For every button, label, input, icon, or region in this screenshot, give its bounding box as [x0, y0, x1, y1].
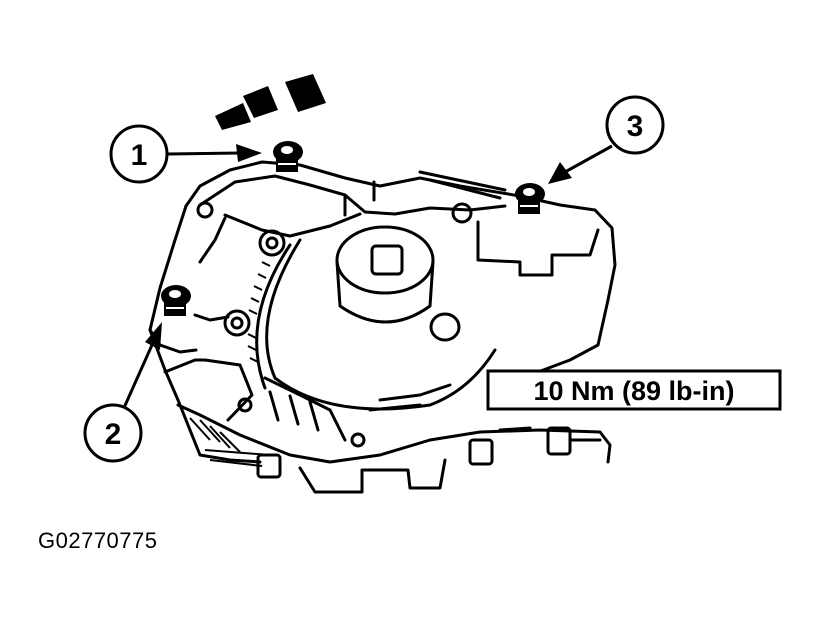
callout-2-number: 2: [105, 418, 122, 451]
callout-3: 3: [548, 95, 665, 184]
tightening-indicator-icon: [215, 74, 326, 130]
pump-housing-illustration: [148, 160, 617, 494]
arrow-icon: [145, 322, 162, 350]
callout-2-circle: [83, 403, 143, 463]
callout-3-number: 3: [627, 110, 644, 143]
bolt-1-icon: [273, 141, 303, 172]
torque-spec-frame: [486, 369, 782, 411]
callout-3-circle: [605, 95, 665, 155]
arrow-icon: [236, 144, 262, 162]
callout-1-circle: [109, 124, 169, 184]
callout-1-number: 1: [131, 139, 148, 172]
flange-hatching: [189, 261, 271, 467]
bolt-3-icon: [515, 183, 545, 214]
arrow-icon: [548, 162, 572, 184]
callout-1: 1: [109, 124, 262, 184]
torque-spec-label: 10 Nm (89 lb-in): [533, 376, 734, 406]
bolt-2-icon: [161, 285, 191, 316]
callout-2-leader: [121, 344, 154, 411]
callout-3-leader: [564, 144, 613, 174]
callout-1-leader: [167, 151, 241, 156]
figure-id: G02770775: [38, 528, 158, 553]
torque-spec-box: 10 Nm (89 lb-in): [486, 369, 782, 411]
callout-2: 2: [83, 322, 162, 463]
